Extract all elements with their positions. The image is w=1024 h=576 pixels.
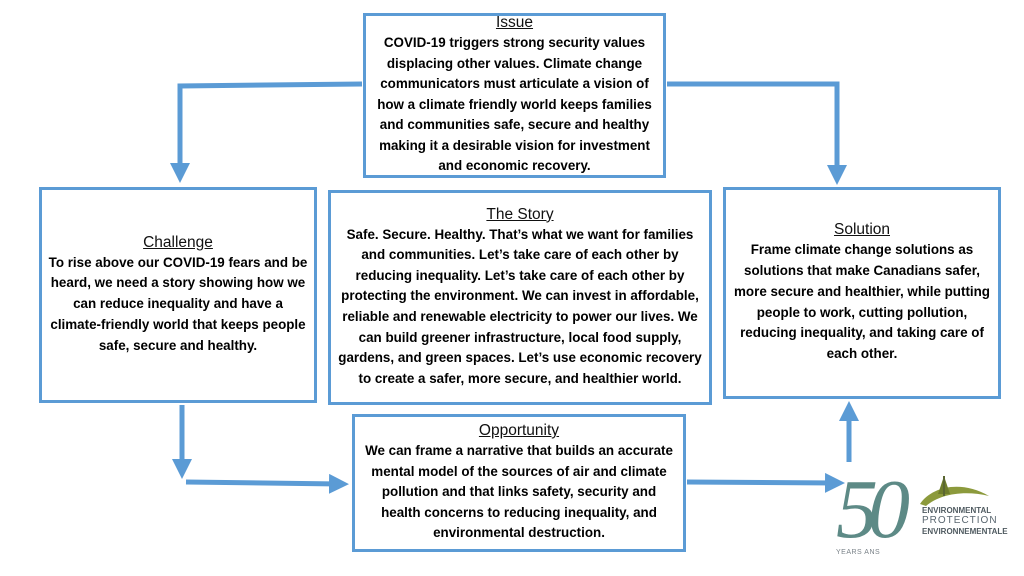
logo-line2: PROTECTION — [922, 515, 998, 526]
logo-line3: ENVIRONNEMENTALE — [922, 527, 1008, 536]
opportunity-box: Opportunity We can frame a narrative tha… — [352, 414, 686, 552]
story-box: The Story Safe. Secure. Healthy. That’s … — [328, 190, 712, 405]
arrow-issue-to-challenge — [170, 81, 363, 183]
logo-number: 50 — [836, 463, 910, 556]
arrow-to-opportunity — [185, 473, 349, 494]
issue-box: Issue COVID-19 triggers strong security … — [363, 13, 666, 178]
story-title: The Story — [486, 205, 554, 223]
arrow-issue-to-solution — [667, 81, 847, 185]
solution-body: Frame climate change solutions as soluti… — [734, 242, 990, 362]
solution-title: Solution — [833, 221, 890, 239]
arrow-opportunity-to-solution-h — [686, 472, 845, 493]
issue-body: COVID-19 triggers strong security values… — [377, 34, 652, 174]
solution-box: Solution Frame climate change solutions … — [723, 187, 1001, 399]
environmental-protection-50-logo: 50 ENVIRONMENTAL PROTECTION ENVIRONNEMEN… — [834, 463, 1008, 562]
story-body: Safe. Secure. Healthy. That’s what we wa… — [338, 226, 702, 386]
challenge-title: Challenge — [143, 233, 213, 251]
logo-graphic-icon — [920, 476, 989, 506]
logo-line1: ENVIRONMENTAL — [922, 506, 992, 515]
challenge-box: Challenge To rise above our COVID-19 fea… — [39, 187, 317, 403]
issue-title: Issue — [495, 13, 534, 31]
opportunity-body: We can frame a narrative that builds an … — [365, 443, 673, 541]
challenge-body: To rise above our COVID-19 fears and be … — [48, 254, 308, 353]
logo-years: YEARS ANS — [836, 549, 881, 556]
opportunity-title: Opportunity — [478, 422, 560, 440]
